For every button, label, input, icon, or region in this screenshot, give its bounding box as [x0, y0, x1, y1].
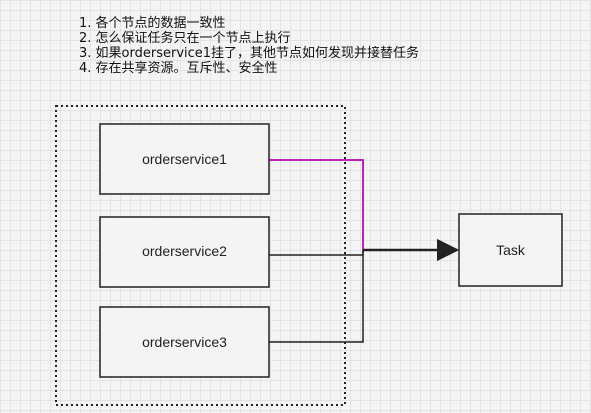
- node-orderservice2-box: [99, 216, 270, 288]
- node-orderservice3-label: orderservice3: [142, 334, 227, 350]
- node-orderservice1-box: [99, 123, 270, 195]
- connector-service2: [269, 250, 364, 256]
- notes-list: 1. 各个节点的数据一致性 2. 怎么保证任务只在一个节点上执行 3. 如果or…: [79, 16, 419, 76]
- node-orderservice1[interactable]: orderservice1: [99, 123, 270, 195]
- connector-service1: [269, 159, 364, 250]
- node-orderservice1-label: orderservice1: [142, 151, 227, 167]
- note-item: 3. 如果orderservice1挂了，其他节点如何发现并接替任务: [79, 46, 420, 61]
- note-item: 1. 各个节点的数据一致性: [79, 16, 226, 31]
- node-orderservice3-box: [99, 306, 270, 378]
- note-item: 4. 存在共享资源。互斥性、安全性: [79, 61, 278, 76]
- node-orderservice3[interactable]: orderservice3: [99, 306, 270, 378]
- node-task[interactable]: Task: [458, 213, 563, 287]
- connector-service3: [269, 250, 364, 343]
- node-orderservice2-label: orderservice2: [142, 243, 227, 259]
- node-group-container: [55, 105, 346, 406]
- node-orderservice2[interactable]: orderservice2: [99, 216, 270, 288]
- note-item: 2. 怎么保证任务只在一个节点上执行: [79, 31, 291, 46]
- node-task-label: Task: [496, 242, 526, 258]
- node-task-box: [458, 213, 563, 287]
